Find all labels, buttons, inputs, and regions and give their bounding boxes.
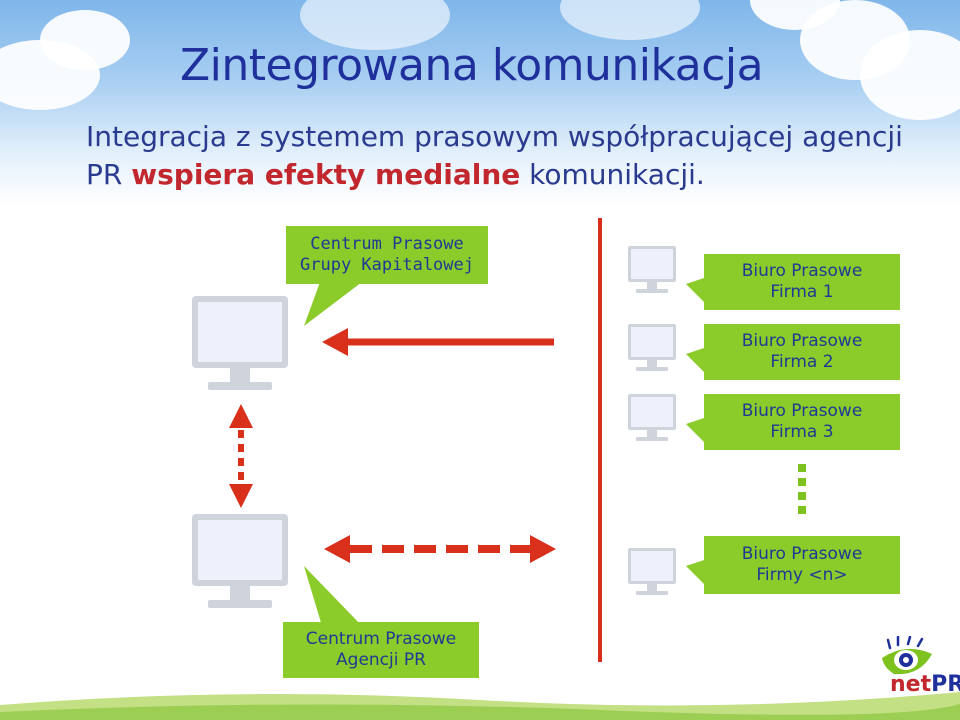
subtitle-part2: komunikacji. [520,158,705,191]
callout-line: Agencji PR [336,650,426,670]
logo-net: net [890,672,932,697]
callout-tail-firm1 [686,278,704,302]
computer-monitor-icon [628,246,676,293]
arrow-double-dashed-icon [324,535,556,563]
callout-line: Biuro Prasowe [741,261,863,281]
callout-line: Biuro Prasowe [741,401,863,421]
netpr-logo-text: netPR [890,672,960,697]
callout-biuro-firma-2: Biuro Prasowe Firma 2 [704,324,900,380]
callout-biuro-firmy-n: Biuro Prasowe Firmy <n> [704,536,900,594]
callout-tail-firmn [686,560,704,584]
callout-centrum-grupy: Centrum Prasowe Grupy Kapitalowej [286,226,488,284]
callout-line: Firma 3 [770,422,834,442]
callout-line: Biuro Prasowe [741,331,863,351]
callout-biuro-firma-1: Biuro Prasowe Firma 1 [704,254,900,310]
callout-line: Firma 2 [770,352,834,372]
logo-pr: PR [931,672,960,697]
callout-line: Firmy <n> [756,565,848,585]
computer-monitor-icon [628,548,676,595]
slide-subtitle: Integracja z systemem prasowym współprac… [86,118,926,194]
callout-line: Grupy Kapitalowej [300,255,474,275]
computer-monitor-icon [628,324,676,371]
callout-line: Centrum Prasowe [310,234,464,254]
netpr-logo-icon [882,636,932,675]
callout-line: Biuro Prasowe [741,544,863,564]
arrow-vertical-dashed-icon [229,404,253,508]
callout-tail-agency [304,566,362,626]
callout-line: Centrum Prasowe [305,629,457,649]
subtitle-highlight: wspiera efekty medialne [131,158,521,191]
callout-centrum-agencji: Centrum Prasowe Agencji PR [283,622,479,678]
callout-biuro-firma-3: Biuro Prasowe Firma 3 [704,394,900,450]
arrow-left-icon [322,328,554,356]
callout-tail-firm2 [686,348,704,372]
subtitle-part1: Integracja z systemem prasowym współprac… [86,120,903,191]
slide-title: Zintegrowana komunikacja [180,40,764,91]
computer-monitor-icon [628,394,676,441]
callout-line: Firma 1 [770,282,834,302]
sky-background [0,0,960,205]
callout-tail-firm3 [686,418,704,442]
computer-monitor-icon [192,514,288,608]
computer-monitor-icon [192,296,288,390]
callout-tail-group [304,282,362,326]
